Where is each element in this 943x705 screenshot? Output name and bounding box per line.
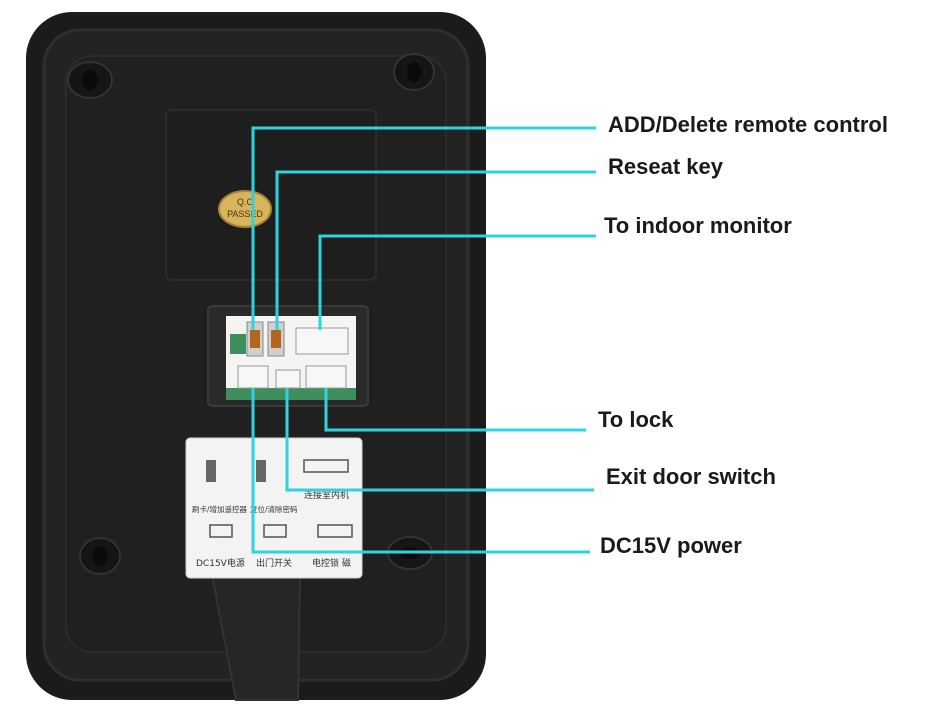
callout-exit-door-switch: Exit door switch (606, 466, 776, 488)
qc-sticker-line1: Q.C (237, 197, 254, 207)
label-bottom-left: DC15V电源 (196, 557, 245, 569)
callout-to-indoor-monitor: To indoor monitor (604, 215, 792, 237)
callout-dc15v-power: DC15V power (600, 535, 742, 557)
qc-sticker-line2: PASSED (227, 209, 263, 219)
callout-reseat-key: Reseat key (608, 156, 723, 178)
label-top-mid: 复位/清除密码 (250, 504, 298, 514)
wiring-label-card: 刷卡/增加遥控器 复位/清除密码 连接室内机 DC15V电源 出门开关 电控锁 … (186, 438, 362, 578)
callout-to-lock: To lock (598, 409, 673, 431)
pcb-trace-green-bottom (226, 388, 356, 400)
screw-hole-top-left (68, 62, 112, 98)
screw-hole-top-right (394, 54, 434, 90)
label-bottom-right: 电控锁 磁 (312, 557, 351, 569)
power-connector (238, 366, 268, 388)
add-delete-button (247, 322, 263, 356)
label-bottom-mid: 出门开关 (256, 557, 292, 569)
qc-sticker: Q.C PASSED (219, 191, 271, 227)
pcb-trace-green-top (230, 334, 246, 354)
indoor-monitor-connector (296, 328, 348, 354)
callout-add-delete-remote-control: ADD/Delete remote control (608, 114, 888, 136)
exit-switch-connector (276, 370, 300, 388)
label-top-left: 刷卡/增加遥控器 (192, 504, 248, 514)
upper-recess-panel (166, 110, 376, 280)
lock-connector (306, 366, 346, 388)
screw-hole-bottom-left (80, 538, 120, 574)
